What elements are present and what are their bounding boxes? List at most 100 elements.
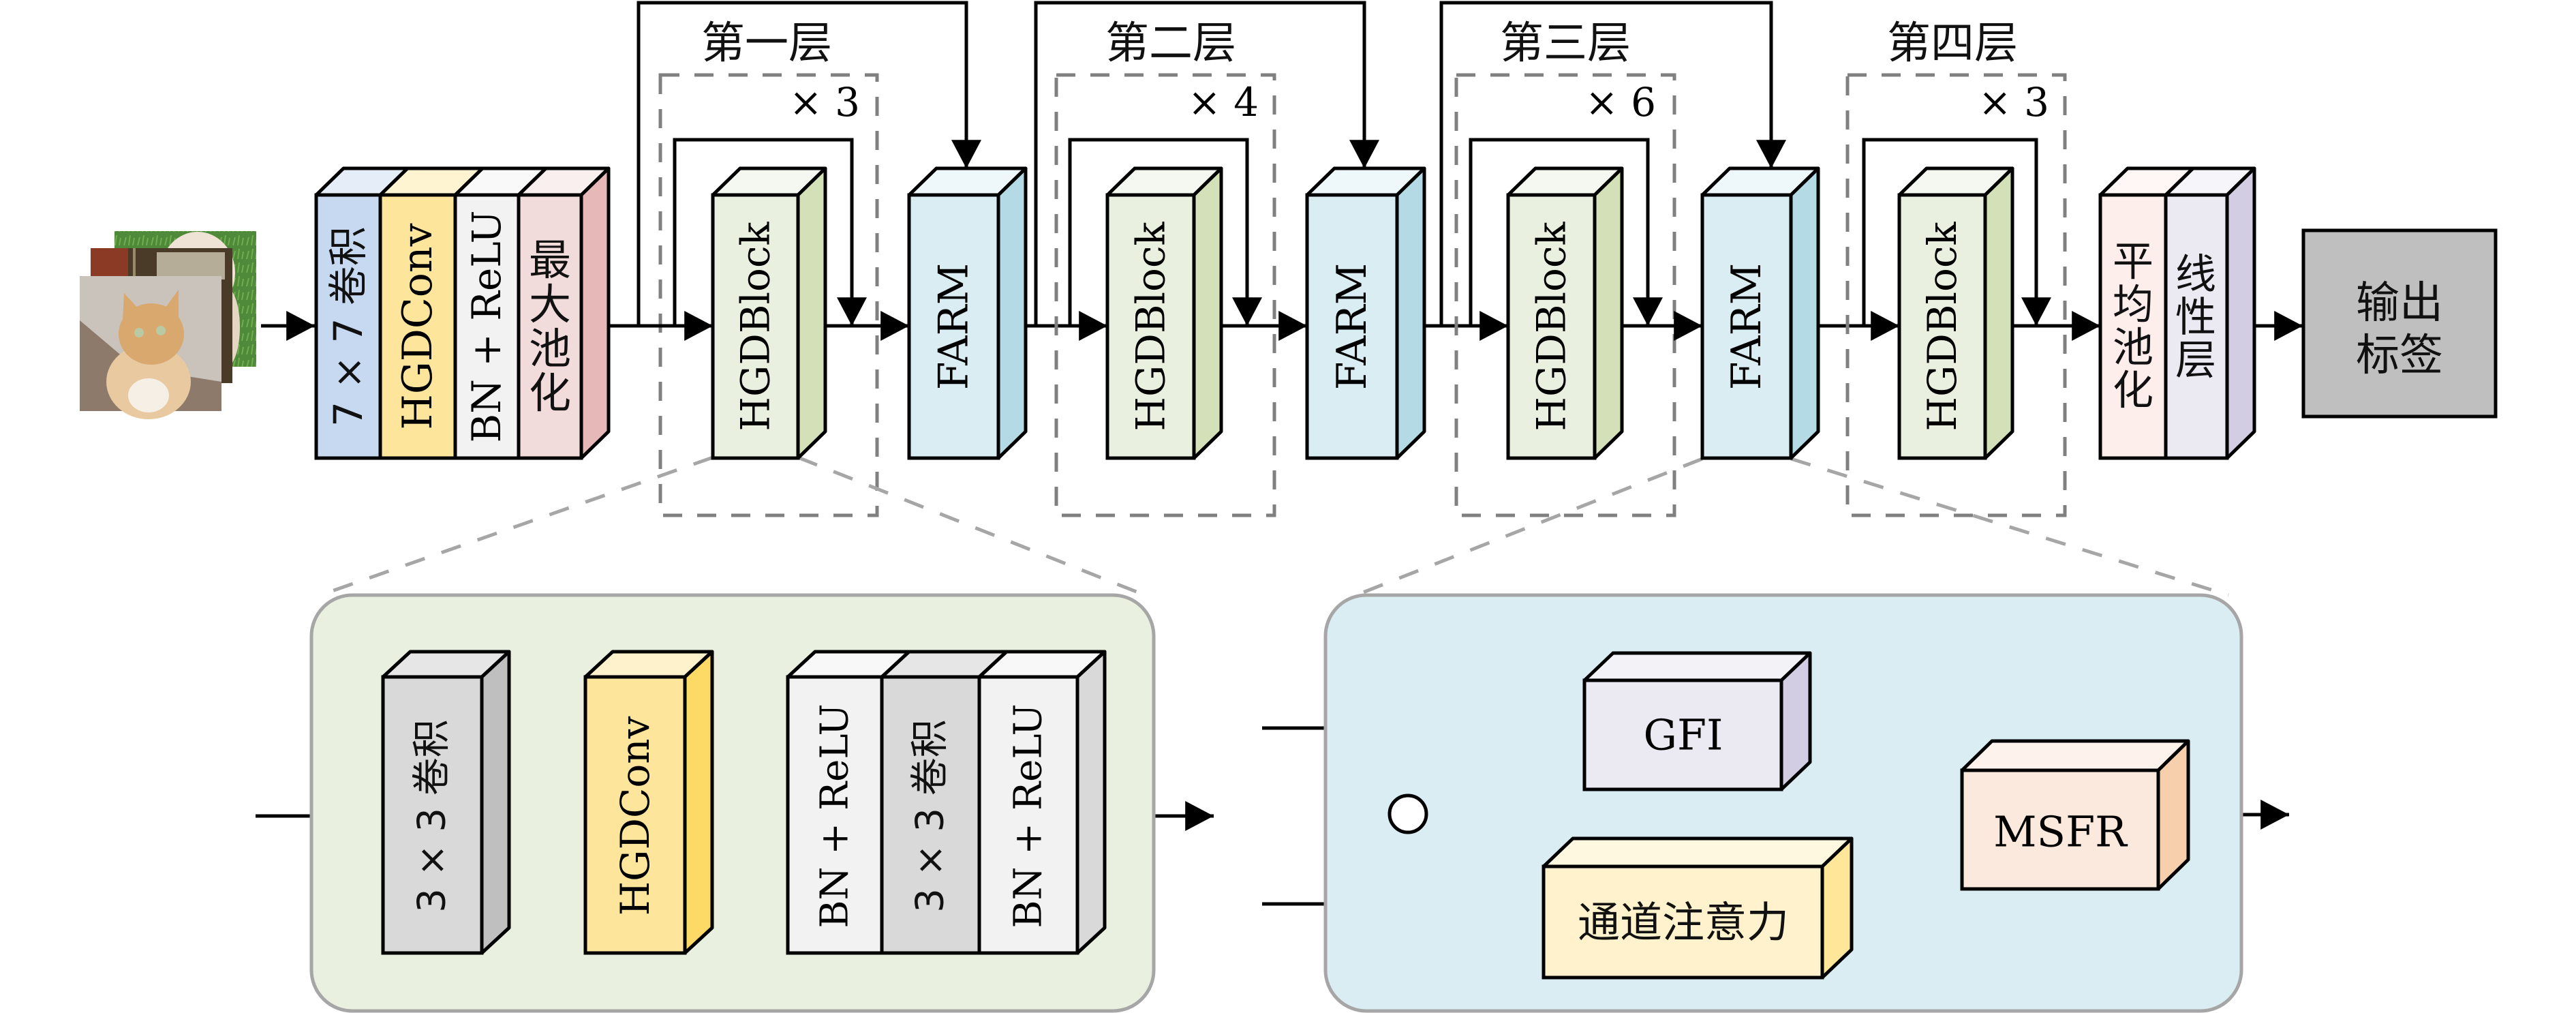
- hgdblock-4-side-face: [1983, 166, 2014, 460]
- repeat-count-2: × 4: [1188, 79, 1259, 125]
- gfi-label: GFI: [1643, 710, 1723, 760]
- detail-label-bn-relu-1: BN + ReLU: [813, 704, 857, 928]
- arrow-out-hgdblock-1-head: [880, 311, 909, 341]
- inner-skip-head-2: [1232, 297, 1262, 326]
- hgdblock-4-front-face: [1897, 193, 1987, 460]
- hgdblock-label-4: HGDBlock: [1919, 222, 1965, 432]
- head-block-front-face: [2164, 193, 2229, 460]
- outer-skip-head-2: [1349, 140, 1379, 168]
- inner-skip-3: [1469, 138, 1650, 326]
- inner-skip-head-3: [1633, 297, 1663, 326]
- arrow-into-hgdblock-2-head: [1079, 311, 1107, 341]
- detail-arrow-out-head: [1185, 801, 1214, 831]
- stem-label-conv7x7: 7 × 7 卷积: [325, 226, 371, 427]
- msfr-arrow-out-head: [2260, 800, 2289, 830]
- detail-hgdconv-front-face: [583, 675, 687, 955]
- farm-block-2-side-face: [1395, 166, 1426, 460]
- blocks: [309, 166, 2498, 1013]
- hgdblock-2-side-face: [1192, 166, 1223, 460]
- channel-attention-label: 通道注意力: [1578, 898, 1789, 948]
- repeat-box-layer-4: [1845, 73, 2067, 517]
- stem-block-front-face: [314, 193, 382, 460]
- detail-label-conv3x3-1: 3 × 3 卷积: [410, 719, 455, 913]
- farm-block-1-side-face: [996, 166, 1028, 460]
- detail-label-bn-relu-2: BN + ReLU: [1007, 704, 1051, 928]
- output-label-line1: 输出: [2356, 278, 2443, 329]
- input-image-cat: [80, 276, 221, 419]
- hgdblock-label-3: HGDBlock: [1529, 222, 1575, 432]
- hgdblock-1: [711, 166, 827, 460]
- head-block-side-face: [2225, 166, 2256, 460]
- arrow-into-hgdblock-4-head: [1871, 311, 1899, 341]
- repeat-count-3: × 6: [1585, 79, 1656, 125]
- detail-conv3x3-1-side-face: [480, 650, 511, 955]
- hgdblock-label-1: HGDBlock: [733, 222, 779, 432]
- input-images: [80, 231, 256, 419]
- zoom-guide-farm-left: [1355, 457, 1703, 597]
- zoom-guide-hgdblock-right: [797, 455, 1146, 597]
- head-label-linear-char: 性: [2175, 294, 2216, 342]
- outer-skip-head-3: [1756, 140, 1786, 168]
- head-label-avgpool-char: 池: [2113, 324, 2153, 372]
- hgdblock-2-front-face: [1105, 193, 1196, 460]
- msfr-block-top-face: [1960, 739, 2190, 772]
- msfr-block-front-face: [1960, 768, 2160, 891]
- farm-block-3-side-face: [1789, 166, 1820, 460]
- farm-label-3: FARM: [1723, 263, 1770, 390]
- head-block: [2098, 166, 2256, 460]
- detail-hgdconv: [583, 650, 714, 955]
- stem-block-front-face: [453, 193, 521, 460]
- inner-skip-head-4: [2021, 297, 2051, 326]
- repeat-box-layer-3: [1454, 73, 1676, 517]
- detail-bn-conv-bn-side-face: [1075, 650, 1107, 955]
- detail-bn-conv-bn-front-face: [880, 675, 981, 955]
- detail-bn-conv-bn: [786, 650, 1107, 955]
- outer-skip-head-1: [951, 140, 981, 168]
- farm-label-1: FARM: [930, 263, 978, 390]
- farm-block-3: [1700, 166, 1820, 460]
- output-label-line2: 标签: [2356, 331, 2443, 381]
- input-arrow-head: [286, 311, 315, 341]
- farm-block-1: [907, 166, 1028, 460]
- hgdblock-label-2: HGDBlock: [1128, 222, 1174, 432]
- output-label-box: [2301, 228, 2498, 419]
- msfr-block: [1960, 739, 2190, 891]
- arrow-out-hgdblock-2-head: [1278, 311, 1307, 341]
- stem-label-maxpool-char: 大: [529, 279, 571, 329]
- hgdblock-4: [1897, 166, 2014, 460]
- arrow-into-hgdblock-1-head: [684, 311, 713, 341]
- stem-block: [314, 166, 611, 460]
- farm-block-2: [1305, 166, 1426, 460]
- stem-label-maxpool-char: 池: [529, 324, 571, 374]
- inner-skip-1: [673, 138, 854, 326]
- repeat-box-layer-2: [1054, 73, 1276, 517]
- head-block-front-face: [2098, 193, 2168, 460]
- stem-block-front-face: [517, 193, 583, 460]
- zoom-guide-farm-right: [1790, 457, 2229, 597]
- arrow-out-hgdblock-3-head: [1674, 311, 1702, 341]
- detail-conv3x3-1: [381, 650, 511, 955]
- stem-label-bn-relu: BN + ReLU: [463, 210, 510, 442]
- hgdblock-3: [1506, 166, 1624, 460]
- outer-skip-2: [1034, 1, 1366, 326]
- inner-skip-4: [1862, 138, 2038, 326]
- inner-skip-head-1: [837, 297, 867, 326]
- head-label-avgpool-char: 均: [2113, 282, 2153, 329]
- outer-skip-1: [637, 1, 968, 326]
- hgdblock-1-side-face: [796, 166, 827, 460]
- gfi-block-front-face: [1582, 678, 1783, 791]
- repeat-box-layer-1: [658, 73, 879, 517]
- head-label-linear: 线性层: [2175, 251, 2216, 384]
- farm-block-1-front-face: [907, 193, 1000, 460]
- stem-label-maxpool-char: 最: [529, 235, 571, 285]
- detail-label-conv3x3-2: 3 × 3 卷积: [908, 719, 953, 913]
- layer-title-2: 第二层: [1105, 18, 1236, 69]
- stem-block-side-face: [579, 166, 611, 460]
- inner-skip-2: [1068, 138, 1249, 326]
- layer-title-4: 第四层: [1887, 18, 2018, 69]
- gfi-block: [1582, 651, 1812, 791]
- channel-attention-block: [1542, 836, 1854, 980]
- hgdblock-3-front-face: [1506, 193, 1597, 460]
